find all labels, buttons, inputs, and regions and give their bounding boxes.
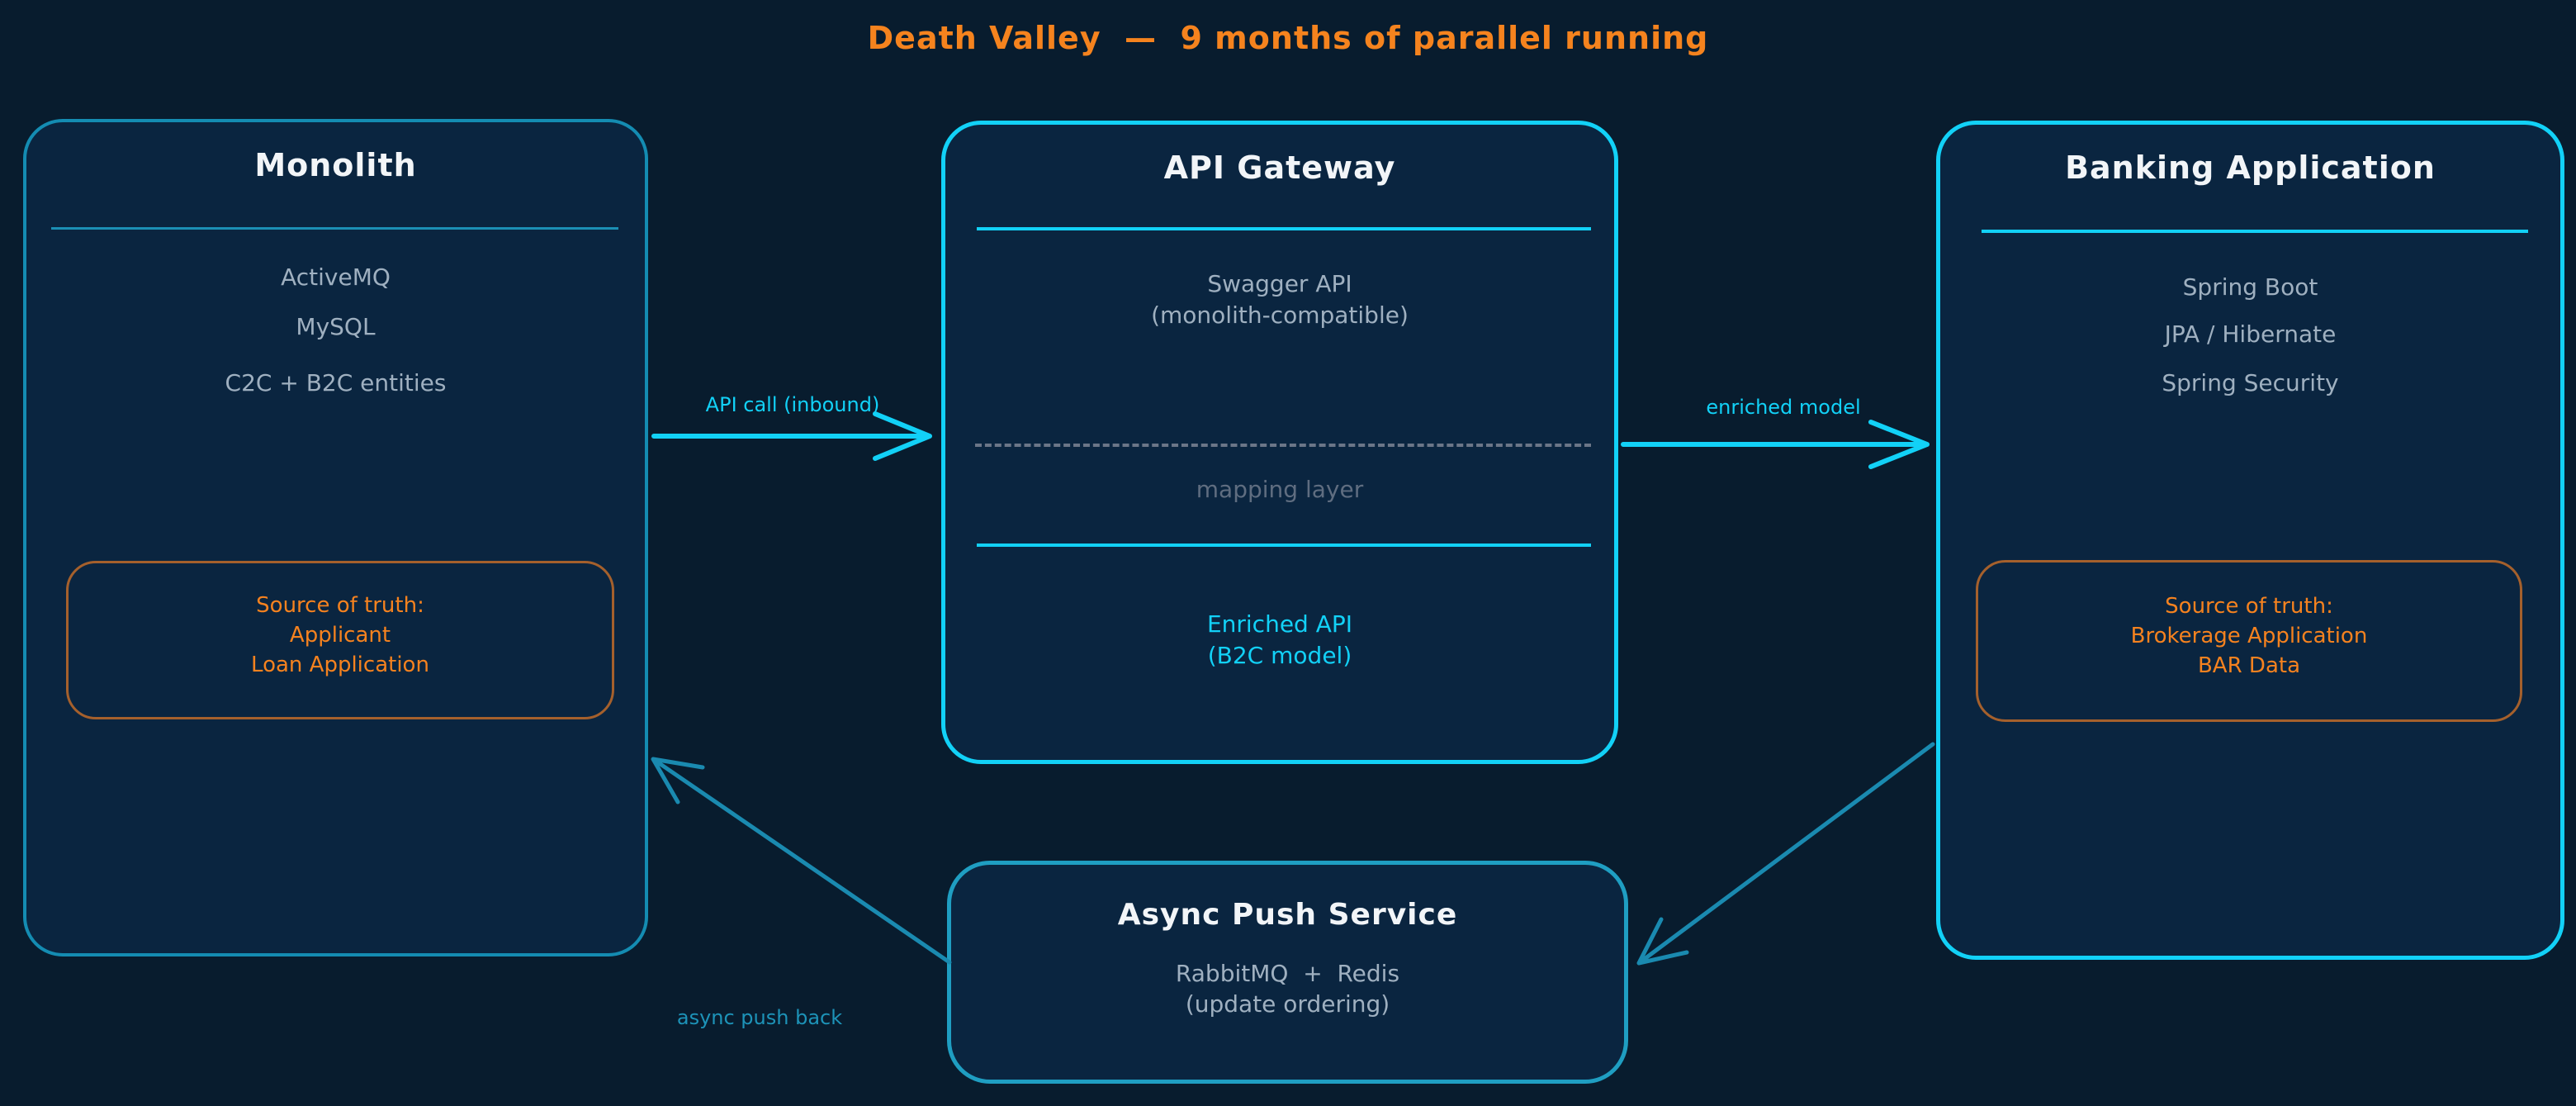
node-monolith-item: ActiveMQ (281, 263, 391, 291)
diagram-title: Death Valley — 9 months of parallel runn… (867, 20, 1709, 56)
source-of-truth-line: Source of truth: (256, 593, 424, 618)
node-banking-app-item: Spring Security (2162, 369, 2339, 396)
swagger-api-line: (monolith-compatible) (1151, 301, 1409, 329)
enriched-api-line: Enriched API (1206, 610, 1353, 638)
enriched-divider (977, 544, 1591, 547)
node-monolith: Monolith ActiveMQ MySQL C2C + B2C entiti… (23, 119, 648, 956)
mapping-layer-label: mapping layer (1196, 476, 1364, 503)
label-async-push-back: async push back (676, 1006, 843, 1029)
async-push-line: RabbitMQ + Redis (1175, 960, 1400, 987)
banking-source-of-truth-box: Source of truth: Brokerage Application B… (1976, 560, 2522, 722)
node-api-gateway: API Gateway Swagger API (monolith-compat… (941, 121, 1618, 764)
arrow-async-to-monolith (651, 757, 952, 965)
node-monolith-item: C2C + B2C entities (225, 369, 447, 396)
arrow-banking-to-async (1636, 742, 1935, 966)
source-of-truth-line: Brokerage Application (2130, 624, 2368, 648)
label-api-call-inbound: API call (inbound) (705, 393, 880, 416)
enriched-api-line: (B2C model) (1207, 642, 1352, 669)
node-monolith-item: MySQL (296, 313, 376, 340)
monolith-source-of-truth-box: Source of truth: Applicant Loan Applicat… (66, 561, 614, 719)
source-of-truth-line: BAR Data (2197, 653, 2301, 678)
node-banking-app: Banking Application Spring Boot JPA / Hi… (1936, 121, 2564, 960)
arrow-api-call-inbound (651, 411, 932, 461)
node-api-gateway-divider (977, 227, 1591, 230)
source-of-truth-line: Applicant (289, 623, 391, 648)
mapping-dashed-divider (975, 444, 1591, 447)
node-async-push-title: Async Push Service (1117, 898, 1458, 932)
node-banking-app-divider (1982, 230, 2528, 233)
node-monolith-divider (51, 227, 618, 230)
arrow-enriched-model (1621, 420, 1930, 469)
node-banking-app-item: Spring Boot (2182, 273, 2318, 301)
label-enriched-model: enriched model (1706, 396, 1861, 419)
node-banking-app-item: JPA / Hibernate (2164, 320, 2337, 348)
node-monolith-title: Monolith (254, 147, 417, 183)
source-of-truth-line: Source of truth: (2165, 594, 2333, 619)
source-of-truth-line: Loan Application (251, 653, 429, 677)
node-api-gateway-title: API Gateway (1163, 150, 1396, 186)
node-banking-app-title: Banking Application (2065, 150, 2436, 186)
async-push-line: (update ordering) (1185, 990, 1390, 1018)
swagger-api-line: Swagger API (1207, 270, 1352, 297)
node-async-push: Async Push Service RabbitMQ + Redis (upd… (947, 861, 1628, 1084)
